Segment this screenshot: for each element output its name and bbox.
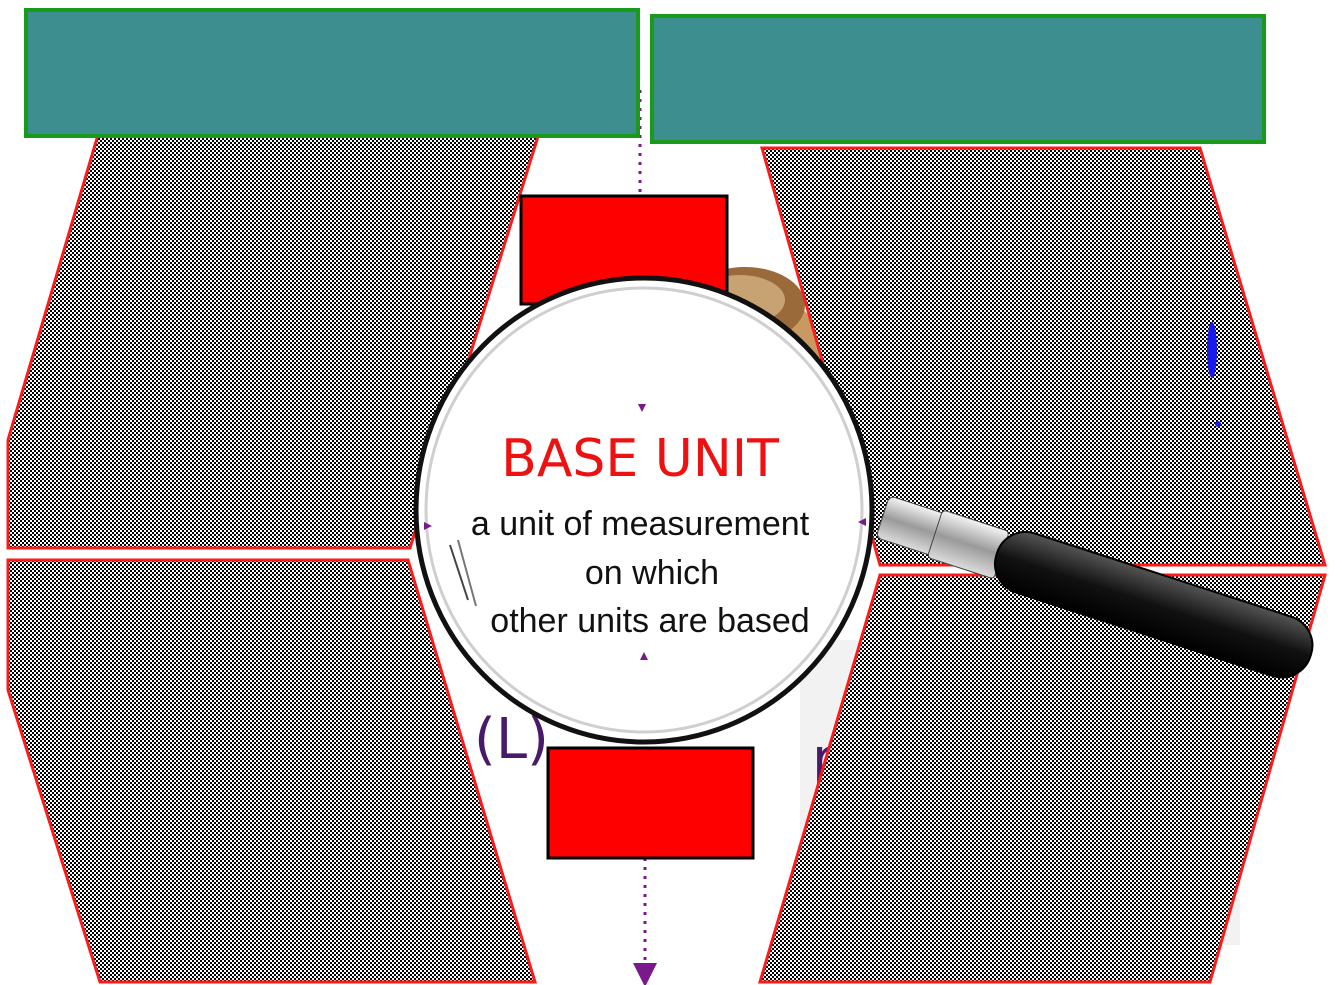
header-banner-left [26, 10, 638, 136]
slide-title: BASE UNIT [501, 429, 779, 489]
blue-dot [1215, 421, 1221, 427]
blue-mark [1207, 322, 1217, 378]
red-box-bottom [548, 748, 753, 858]
header-banner-right [652, 16, 1264, 142]
definition-line-1: a unit of measurement [471, 505, 810, 543]
definition-line-3: other units are based [490, 602, 809, 640]
definition-line-2: on which [585, 554, 719, 592]
